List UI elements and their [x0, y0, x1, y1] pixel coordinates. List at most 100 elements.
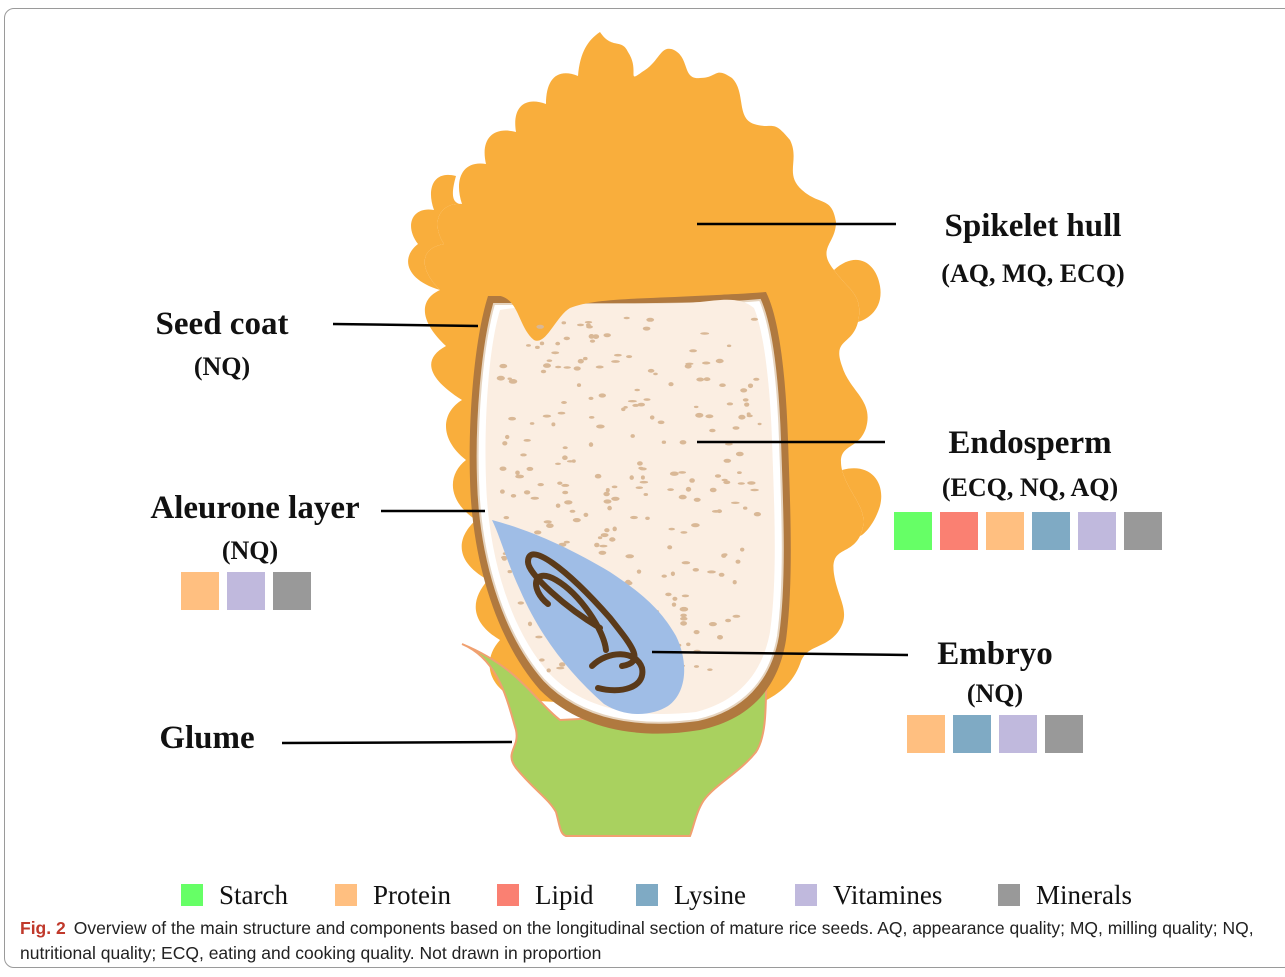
endosperm-speckle	[671, 572, 675, 577]
caption-fig-label: Fig. 2	[20, 918, 66, 938]
endosperm-speckle	[686, 643, 690, 647]
endosperm-speckle	[717, 635, 723, 640]
endosperm-speckle	[733, 580, 737, 584]
endosperm-speckle	[562, 491, 568, 495]
endosperm-speckle	[599, 393, 606, 397]
endosperm-speckle	[709, 622, 717, 626]
legend-item-lysine: Lysine	[636, 880, 746, 910]
endosperm-speckle	[689, 478, 695, 483]
endosperm-speckle	[738, 415, 745, 420]
endosperm-speckle	[689, 349, 697, 352]
endosperm-speckle	[682, 561, 691, 564]
endosperm-speckle	[702, 362, 710, 365]
endosperm-speckle	[743, 398, 749, 401]
embryo-swatch-minerals	[1045, 715, 1083, 753]
endosperm-speckle	[743, 507, 747, 510]
endosperm-speckle	[623, 406, 627, 409]
endosperm-speckle	[727, 345, 731, 348]
endosperm-speckle	[650, 415, 655, 419]
endosperm-swatch-vitamines	[1078, 512, 1116, 550]
endosperm-speckle	[508, 417, 516, 421]
endosperm-speckle	[694, 630, 700, 634]
endosperm-speckle	[648, 369, 655, 373]
endosperm-speckle	[630, 516, 638, 519]
endosperm-swatch-protein	[986, 512, 1024, 550]
quality-aleurone-layer: (NQ)	[140, 536, 360, 566]
endosperm-speckle	[540, 342, 544, 346]
endosperm-swatch-starch	[894, 512, 932, 550]
quality-embryo: (NQ)	[915, 679, 1075, 709]
endosperm-speckle	[604, 333, 611, 337]
endosperm-speckle	[707, 570, 716, 573]
label-aleurone-layer: Aleurone layer	[140, 490, 370, 527]
endosperm-speckle	[645, 517, 650, 520]
endosperm-speckle	[680, 614, 687, 618]
endosperm-speckle	[543, 415, 551, 418]
endosperm-speckle	[637, 461, 643, 465]
endosperm-speckle	[736, 452, 744, 457]
legend-item-protein: Protein	[335, 880, 451, 910]
label-glume: Glume	[142, 720, 272, 757]
endosperm-speckle	[500, 467, 507, 471]
endosperm-speckle	[709, 429, 715, 433]
endosperm-speckle	[670, 472, 679, 476]
endosperm-speckle	[573, 518, 581, 522]
endosperm-speckle	[539, 658, 545, 661]
endosperm-speckle	[515, 471, 520, 476]
endosperm-speckle	[499, 364, 507, 368]
endosperm-speckle	[562, 321, 567, 324]
endosperm-speckle	[502, 441, 507, 445]
endosperm-speckle	[643, 327, 651, 331]
endosperm-speckle	[567, 460, 574, 462]
quality-endosperm: (ECQ, NQ, AQ)	[920, 473, 1140, 503]
endosperm-speckle	[691, 523, 700, 527]
endosperm-speckle	[574, 366, 581, 370]
endosperm-speckle	[667, 488, 674, 491]
endosperm-speckle	[518, 601, 524, 604]
endosperm-speckle	[744, 403, 749, 407]
endosperm-speckle	[530, 422, 535, 425]
endosperm-speckle	[526, 344, 531, 347]
endosperm-speckle	[705, 414, 713, 418]
leader-glume	[282, 742, 512, 743]
endosperm-speckle	[628, 400, 637, 402]
label-endosperm: Endosperm	[920, 425, 1140, 462]
endosperm-speckle	[644, 493, 649, 496]
endosperm-speckle	[696, 378, 704, 382]
endosperm-speckle	[601, 533, 609, 537]
endosperm-speckle	[694, 406, 699, 408]
endosperm-speckle	[604, 528, 609, 532]
endosperm-speckle	[557, 482, 562, 485]
endosperm-speckle	[631, 434, 635, 438]
endosperm-speckle	[504, 516, 510, 519]
endosperm-speckle	[738, 482, 745, 485]
endosperm-speckle	[686, 487, 691, 492]
endosperm-speckle	[607, 506, 612, 511]
endosperm-speckle	[716, 359, 724, 363]
endosperm-speckle	[662, 441, 666, 444]
endosperm-speckle	[694, 665, 699, 668]
endosperm-speckle	[722, 479, 728, 482]
endosperm-speckle	[638, 403, 645, 407]
endosperm-speckle	[747, 415, 753, 418]
endosperm-speckle	[596, 425, 605, 429]
endosperm-speckle	[564, 500, 572, 504]
endosperm-speckle	[586, 323, 591, 327]
endosperm-speckle	[551, 422, 555, 426]
endosperm-speckle	[511, 494, 516, 498]
endosperm-speckle	[520, 453, 527, 456]
endosperm-speckle	[555, 342, 560, 346]
endosperm-speckle	[753, 378, 759, 381]
endosperm-speckle	[578, 359, 584, 364]
endosperm-speckle	[736, 560, 741, 564]
endosperm-speckle	[583, 357, 588, 360]
legend-label-protein: Protein	[373, 880, 451, 911]
label-seed-coat: Seed coat	[132, 306, 312, 343]
endosperm-speckle	[531, 497, 539, 500]
endosperm-speckle	[740, 388, 747, 392]
endosperm-speckle	[594, 543, 599, 548]
endosperm-speckle	[612, 486, 618, 489]
endosperm-speckle	[508, 570, 513, 573]
quality-seed-coat: (NQ)	[132, 352, 312, 382]
endosperm-speckle	[717, 509, 722, 513]
